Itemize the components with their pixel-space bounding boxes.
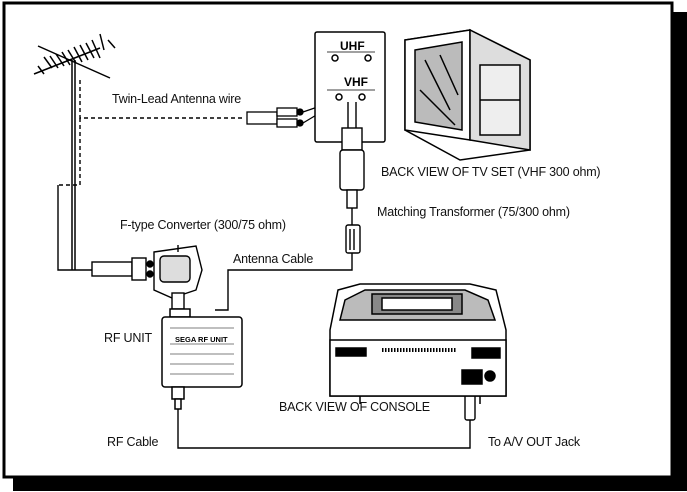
game-console-icon bbox=[329, 283, 507, 404]
twin-lead-wire bbox=[58, 80, 245, 186]
f-type-converter-label: F-type Converter (300/75 ohm) bbox=[120, 218, 286, 232]
antenna-icon bbox=[33, 33, 116, 270]
av-out-jack-label: To A/V OUT Jack bbox=[488, 435, 580, 449]
tv-back-panel bbox=[314, 31, 386, 143]
tv-set-icon bbox=[404, 28, 531, 161]
rf-unit-icon bbox=[161, 308, 243, 410]
antenna-cable-label: Antenna Cable bbox=[233, 252, 314, 266]
antenna-cable bbox=[215, 253, 353, 311]
rf-cable-label: RF Cable bbox=[107, 435, 159, 449]
uhf-label: UHF bbox=[340, 39, 365, 53]
twin-lead-wire-solid bbox=[57, 185, 92, 271]
matching-transformer-label: Matching Transformer (75/300 ohm) bbox=[377, 205, 570, 219]
rf-unit-label: RF UNIT bbox=[104, 331, 152, 345]
rf-unit-model-label: SEGA RF UNIT bbox=[175, 335, 228, 344]
matching-transformer-icon bbox=[339, 102, 365, 254]
f-type-converter-icon bbox=[91, 245, 203, 310]
rf-cable bbox=[177, 409, 471, 449]
twin-lead-label: Twin-Lead Antenna wire bbox=[112, 92, 242, 106]
vhf-label: VHF bbox=[344, 75, 368, 89]
back-view-tv-label: BACK VIEW OF TV SET (VHF 300 ohm) bbox=[381, 165, 601, 179]
back-view-console-label: BACK VIEW OF CONSOLE bbox=[279, 400, 430, 414]
